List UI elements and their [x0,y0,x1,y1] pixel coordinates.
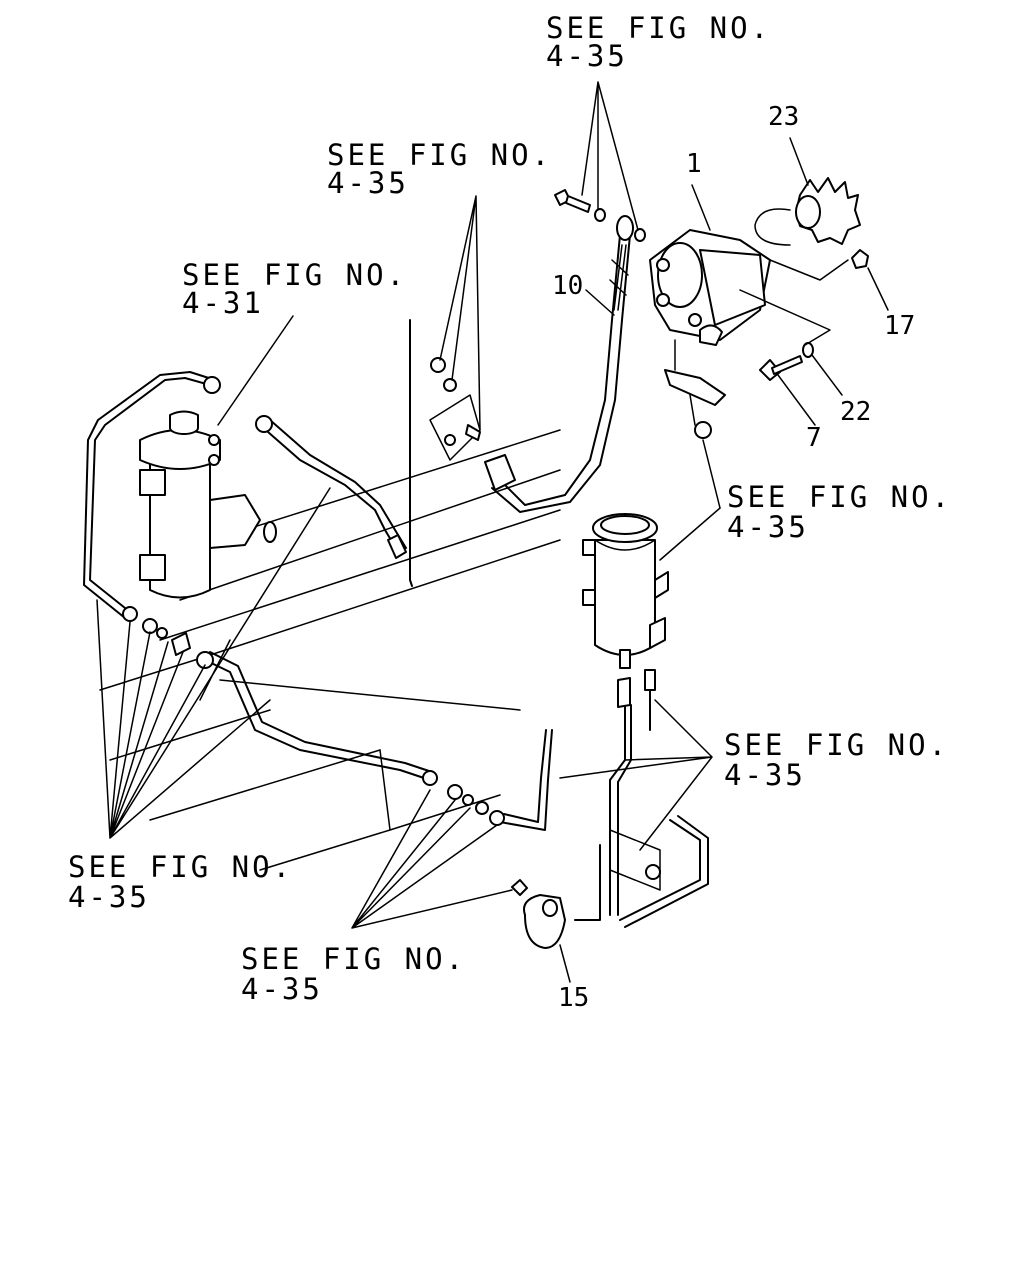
ref-label-top-line1: SEE FIG NO. [546,11,771,45]
fittings-left [122,606,214,669]
lower-bracket [574,815,709,928]
ref-label-left-bottom-line1: SEE FIG NO. [68,850,293,884]
nut [851,249,869,269]
oil-reservoir [582,513,669,669]
ref-label-reservoir-line1: SEE FIG NO. [727,480,952,514]
ref-label-right-lines-line2: 4-35 [724,758,806,792]
ref-label-left-bottom: SEE FIG NO. 4-35 [68,850,293,914]
ref-label-upper-mid: SEE FIG NO. 4-35 [327,138,552,200]
ref-label-right-lines-line1: SEE FIG NO. [724,728,949,762]
part-number-gear: 23 [768,102,799,132]
bolt-leader [739,289,831,346]
ref-label-upper-mid-line1: SEE FIG NO. [327,138,552,172]
ref-label-steering-gear: SEE FIG NO. 4-31 [182,258,407,320]
part-number-hose: 10 [552,271,583,301]
leader-lines [96,81,889,983]
steering-gear [139,410,277,599]
part-number-nut: 17 [884,311,915,341]
pressure-lines [83,371,553,831]
mount-bracket [409,319,481,587]
bolt [759,355,803,381]
ref-label-reservoir: SEE FIG NO. 4-35 [727,480,952,544]
ref-label-upper-mid-line2: 4-35 [327,166,409,200]
clip [511,879,566,949]
ref-label-steering-gear-line1: SEE FIG NO. [182,258,407,292]
ref-label-right-lines: SEE FIG NO. 4-35 [724,728,949,792]
hose [484,215,634,513]
part-number-bolt: 7 [806,423,822,453]
ref-label-left-bottom-line2: 4-35 [68,880,150,914]
gear-leader [769,259,849,281]
ref-label-steering-gear-line2: 4-31 [182,286,264,320]
part-number-washer: 22 [840,397,871,427]
pump-gear [754,177,861,246]
ref-label-top: SEE FIG NO. 4-35 [546,11,771,73]
pump-fasteners [554,189,646,242]
ref-label-reservoir-line2: 4-35 [727,510,809,544]
power-steering-pump [649,229,771,439]
ref-label-bottom: SEE FIG NO. 4-35 [241,942,466,1006]
chassis-frame [99,429,561,871]
ref-label-bottom-line2: 4-35 [241,972,323,1006]
ref-label-top-line2: 4-35 [546,39,628,73]
part-number-pump: 1 [686,149,702,179]
part-number-clip: 15 [558,983,589,1013]
fittings-bottom [422,770,505,826]
ref-label-bottom-line1: SEE FIG NO. [241,942,466,976]
